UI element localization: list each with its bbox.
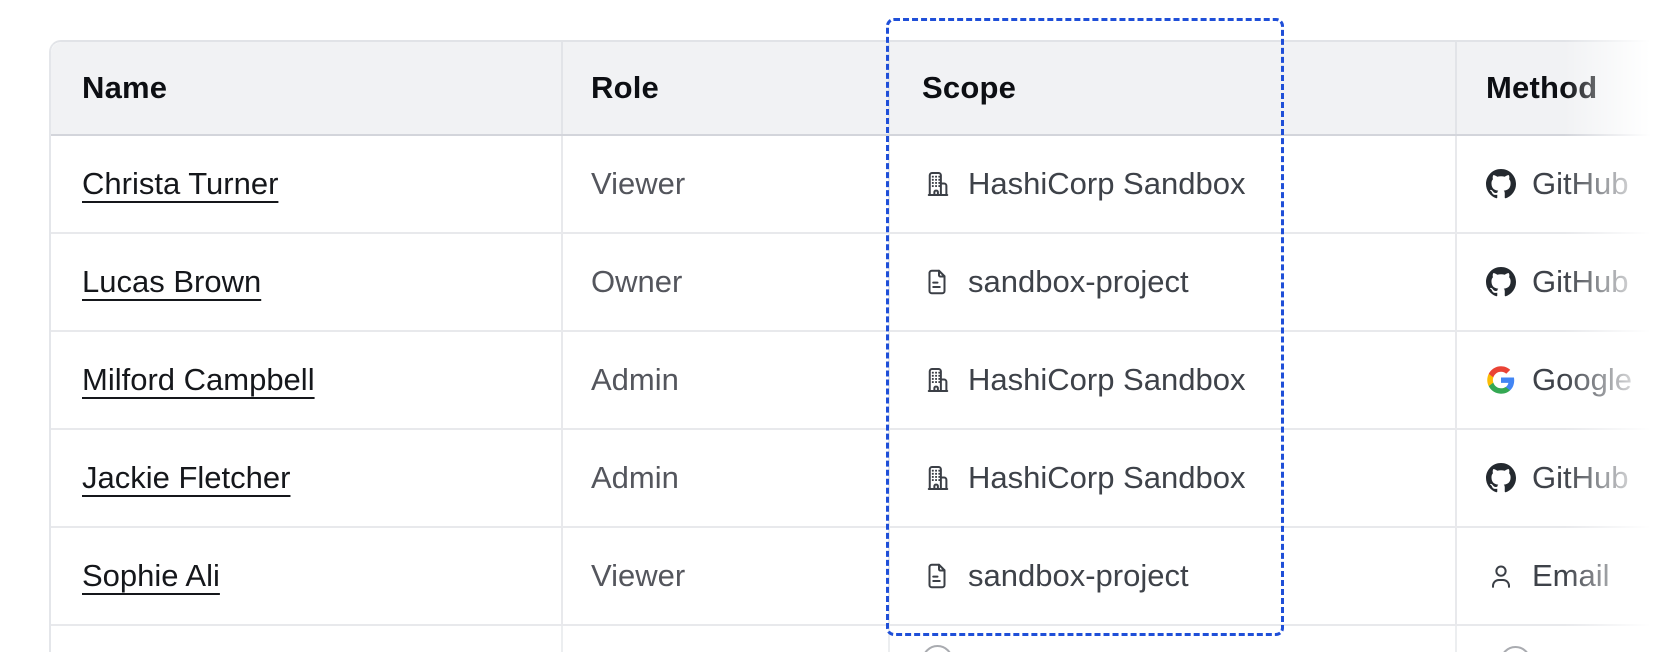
partial-role-cell xyxy=(563,626,890,652)
member-role-cell: Viewer xyxy=(563,528,890,624)
org-icon xyxy=(922,365,952,395)
project-icon xyxy=(922,561,952,591)
member-name-cell: Lucas Brown xyxy=(51,234,563,330)
column-header-method-label: Method xyxy=(1486,70,1598,105)
table-row: Sophie Ali Viewer sandbox-project Email xyxy=(51,528,1672,626)
member-method-value: Google xyxy=(1532,362,1632,397)
table-row-partial xyxy=(51,626,1672,652)
member-role-value: Owner xyxy=(591,264,683,299)
member-method-cell: Google xyxy=(1457,332,1672,428)
member-scope-cell: sandbox-project xyxy=(890,528,1457,624)
member-scope-value: HashiCorp Sandbox xyxy=(968,362,1246,397)
member-name-link[interactable]: Jackie Fletcher xyxy=(82,460,291,495)
member-name-link[interactable]: Sophie Ali xyxy=(82,558,220,593)
column-header-scope: Scope xyxy=(890,42,1457,134)
member-method-value: Email xyxy=(1532,558,1610,593)
org-icon xyxy=(922,169,952,199)
google-icon xyxy=(1486,365,1516,395)
member-name-link[interactable]: Lucas Brown xyxy=(82,264,262,299)
table-row: Lucas Brown Owner sandbox-project GitHub xyxy=(51,234,1672,332)
member-scope-value: sandbox-project xyxy=(968,558,1189,593)
member-name-cell: Milford Campbell xyxy=(51,332,563,428)
member-method-cell: Email xyxy=(1457,528,1672,624)
column-header-name-label: Name xyxy=(82,70,168,105)
github-icon xyxy=(1486,267,1516,297)
member-role-cell: Owner xyxy=(563,234,890,330)
member-scope-value: sandbox-project xyxy=(968,264,1189,299)
partial-scope-cell xyxy=(890,626,1457,652)
member-method-cell: GitHub xyxy=(1457,136,1672,232)
column-header-role-label: Role xyxy=(591,70,659,105)
column-header-role: Role xyxy=(563,42,890,134)
member-method-cell: GitHub xyxy=(1457,234,1672,330)
member-name-cell: Sophie Ali xyxy=(51,528,563,624)
member-name-link[interactable]: Milford Campbell xyxy=(82,362,315,397)
column-header-method: Method xyxy=(1457,42,1672,134)
github-icon xyxy=(1486,463,1516,493)
github-icon xyxy=(1486,169,1516,199)
member-role-value: Viewer xyxy=(591,558,686,593)
user-icon xyxy=(1486,561,1516,591)
member-scope-value: HashiCorp Sandbox xyxy=(968,460,1246,495)
project-icon xyxy=(922,267,952,297)
member-scope-cell: HashiCorp Sandbox xyxy=(890,430,1457,526)
member-scope-value: HashiCorp Sandbox xyxy=(968,166,1246,201)
member-method-cell: GitHub xyxy=(1457,430,1672,526)
member-name-link[interactable]: Christa Turner xyxy=(82,166,279,201)
column-header-scope-label: Scope xyxy=(922,70,1017,105)
member-method-value: GitHub xyxy=(1532,460,1629,495)
member-name-cell: Christa Turner xyxy=(51,136,563,232)
member-role-cell: Viewer xyxy=(563,136,890,232)
member-role-cell: Admin xyxy=(563,430,890,526)
member-scope-cell: HashiCorp Sandbox xyxy=(890,332,1457,428)
member-role-cell: Admin xyxy=(563,332,890,428)
partial-name-cell xyxy=(51,626,563,652)
member-role-value: Admin xyxy=(591,362,679,397)
member-scope-cell: HashiCorp Sandbox xyxy=(890,136,1457,232)
table-row: Christa Turner Viewer HashiCorp Sandbox Git… xyxy=(51,136,1672,234)
member-scope-cell: sandbox-project xyxy=(890,234,1457,330)
member-name-cell: Jackie Fletcher xyxy=(51,430,563,526)
member-role-value: Admin xyxy=(591,460,679,495)
column-header-name: Name xyxy=(51,42,563,134)
partial-method-cell xyxy=(1457,626,1672,652)
member-method-value: GitHub xyxy=(1532,264,1629,299)
org-icon xyxy=(922,463,952,493)
table-row: Jackie Fletcher Admin HashiCorp Sandbox Git… xyxy=(51,430,1672,528)
table-header-row: Name Role Scope Method xyxy=(51,42,1672,136)
member-role-value: Viewer xyxy=(591,166,686,201)
member-method-value: GitHub xyxy=(1532,166,1629,201)
table-row: Milford Campbell Admin HashiCorp Sandbox Go… xyxy=(51,332,1672,430)
